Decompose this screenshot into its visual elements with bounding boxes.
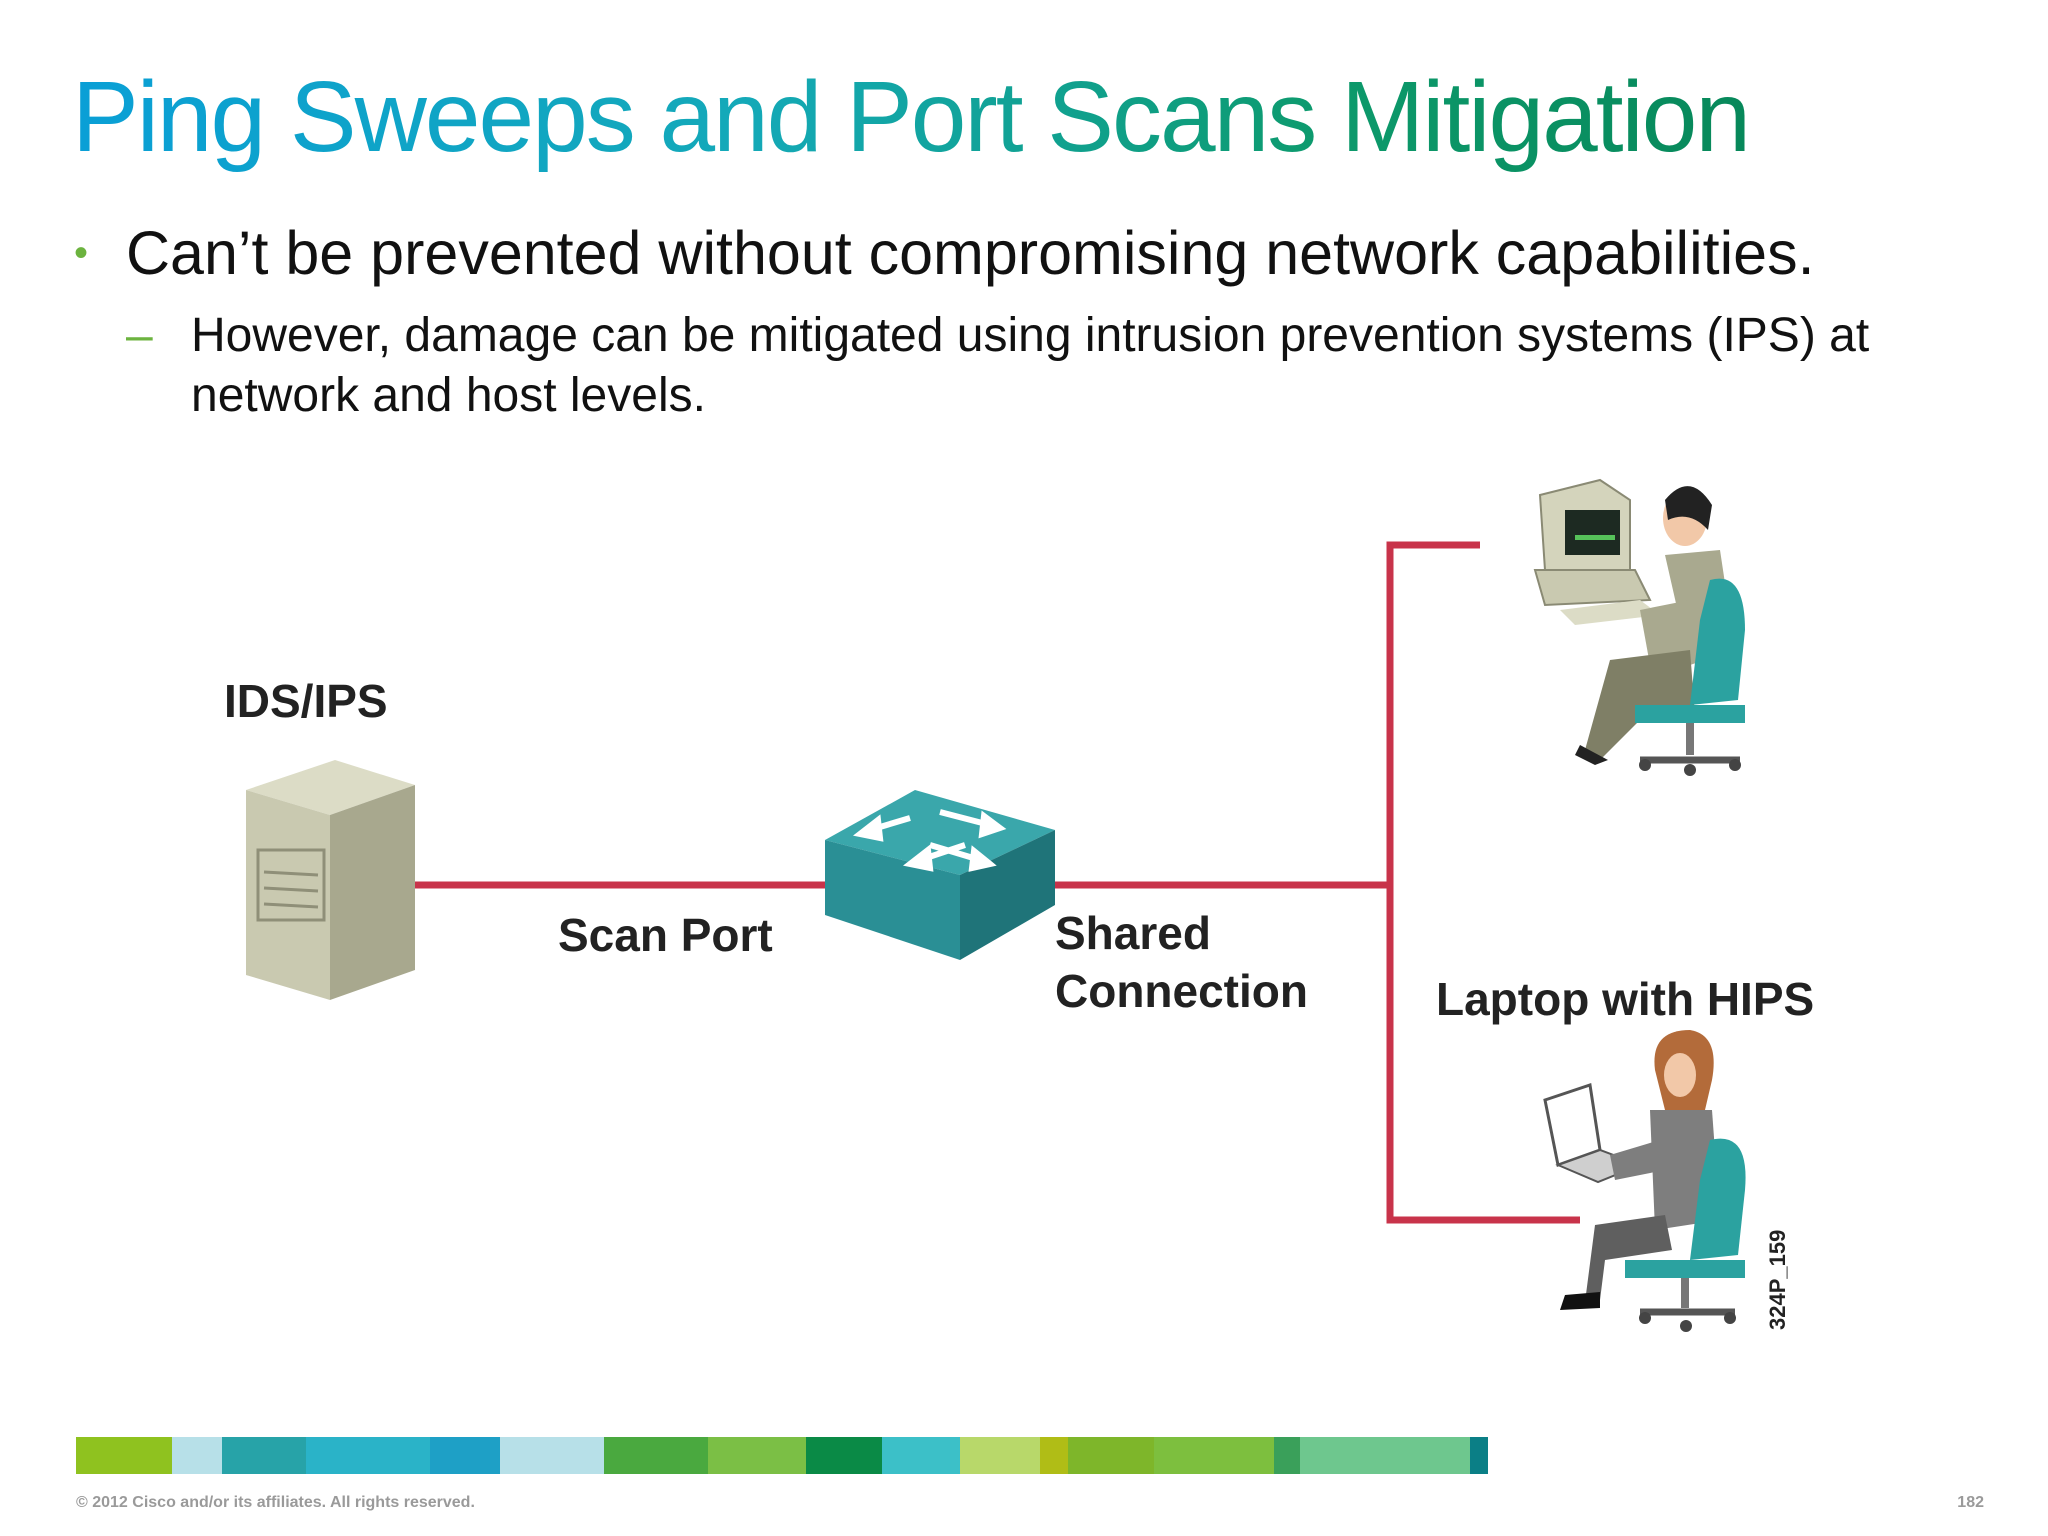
ids-ips-label: IDS/IPS (224, 675, 388, 727)
desktop-workstation-icon (1533, 478, 1745, 776)
color-bar-segment (960, 1437, 1040, 1474)
scan-port-label: Scan Port (558, 909, 773, 961)
color-bar-segment (76, 1437, 172, 1474)
bullet-primary-text: Can’t be prevented without compromising … (126, 219, 1815, 287)
page-title: Ping Sweeps and Port Scans Mitigation (72, 61, 1751, 173)
color-bar-segment (1274, 1437, 1300, 1474)
bullet-secondary-text: However, damage can be mitigated using i… (191, 309, 1870, 422)
network-links (400, 541, 1580, 1224)
network-diagram: 324P_159 IDS/IPS Scan Port Shared Connec… (0, 460, 2048, 1360)
laptop-with-hips-label: Laptop with HIPS (1436, 973, 1815, 1025)
color-bar-segment (306, 1437, 430, 1474)
color-bar-segment (1470, 1437, 1488, 1474)
color-bar-segment (1154, 1437, 1274, 1474)
ids-ips-appliance-icon (246, 760, 415, 1000)
network-diagram-svg: 324P_159 (246, 478, 1790, 1332)
page-number: 182 (1957, 1494, 1984, 1511)
color-bar-segment (222, 1437, 306, 1474)
color-bar-segment (1300, 1437, 1470, 1474)
color-bar-segment (708, 1437, 806, 1474)
color-bar-segment (1040, 1437, 1068, 1474)
color-bar-segment (430, 1437, 500, 1474)
color-bar-segment (172, 1437, 222, 1474)
shared-connection-label: Shared Connection (1055, 907, 1308, 1017)
sub-bullet-marker: – (126, 309, 153, 362)
link-trunk (1386, 541, 1580, 1224)
color-bar-segment (882, 1437, 960, 1474)
network-switch-icon (825, 790, 1055, 960)
color-bar-segment (806, 1437, 882, 1474)
bullet-marker: • (74, 231, 89, 275)
color-bar-segment (1068, 1437, 1154, 1474)
color-bar-segment (604, 1437, 708, 1474)
figure-code: 324P_159 (1765, 1230, 1790, 1330)
color-bar-segment (500, 1437, 604, 1474)
laptop-user-icon (1543, 1030, 1746, 1332)
copyright-footer: © 2012 Cisco and/or its affiliates. All … (76, 1494, 475, 1511)
decorative-color-bar (76, 1437, 1988, 1474)
